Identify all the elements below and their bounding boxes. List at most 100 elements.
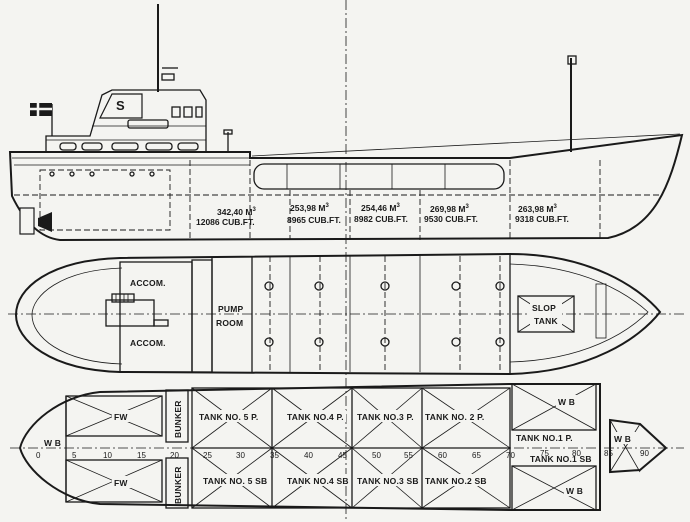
slop-tank-label-1: SLOP [532,303,556,313]
cargo-deck-rail [251,133,681,157]
frame-number: 10 [103,451,112,460]
superstructure [45,89,207,152]
wb-fwd-upper-diag-2 [511,383,597,431]
pump-room-label-2: ROOM [216,318,243,328]
wb-fwd-upper [511,383,597,431]
engine-port-5 [149,171,155,177]
profile-view: S [8,4,684,242]
bridge-window-2 [183,106,193,118]
wb-fwd-lower-label-bg [564,484,588,496]
hold-volume-1: 342,40 M3 12086 CUB.FT. [196,207,256,227]
propeller-hub [40,218,48,226]
tank-hatch-5s [495,337,505,347]
frame-number: 30 [236,451,245,460]
t4p-label-bg [286,410,346,422]
fw-lower-label-bg [112,476,132,488]
hold-4-volume-ft: 9530 CUB.FT. [424,214,478,224]
tank-hatch-1s [264,337,274,347]
tank-hatch-2s [314,337,324,347]
engine-casing [105,299,155,327]
wb-fwd-lower-label: W B [566,486,583,496]
tank-4-stbd-label: TANK NO.4 SB [287,476,349,486]
skylight [111,293,135,303]
hold-volume-2: 253,98 M3 8965 CUB.FT. [287,203,341,225]
frame-number: 55 [404,451,413,460]
tank-plan-view: W B FW FW BUNKER BUNKER [10,383,684,511]
bunker-upper [165,389,189,443]
hold-2-volume-ft: 8965 CUB.FT. [287,215,341,225]
deck-inner-curve-aft [31,267,123,365]
frame-number: 0 [36,451,41,460]
bridge-window-1 [171,106,181,118]
funnel [99,93,143,119]
frame-number: 35 [270,451,279,460]
tank-hatch-3s [380,337,390,347]
t5s-label-bg [202,474,268,486]
forecastle-hatch [595,283,607,339]
frame-number-row: 0 5 10 15 20 25 30 35 40 45 50 55 60 65 … [36,449,649,460]
frame-number: 80 [572,449,581,458]
wb-aft-label: W B [44,438,61,448]
tank-hatch-2p [314,281,324,291]
engine-port-2 [69,171,75,177]
frame-number: 40 [304,451,313,460]
bow-tank-outline [609,418,668,474]
hold-volume-5: 263,98 M3 9318 CUB.FT. [515,204,569,224]
porthole-1 [59,142,77,151]
hold-2-volume-m3: 253,98 M3 [290,203,329,213]
hold-5-volume-m3: 263,98 M3 [518,204,557,214]
accom-label-upper: ACCOM. [130,278,166,288]
tank-1-port-label: TANK NO.1 P. [516,433,573,443]
tank-5-port-label: TANK NO. 5 P. [199,412,258,422]
frame-number: 45 [338,451,347,460]
fw-tank-lower [65,459,163,503]
frame-number: 50 [372,451,381,460]
fw-lower-label: FW [114,478,128,488]
hold-3-volume-ft: 8982 CUB.FT. [354,214,408,224]
frame-number: 5 [72,451,77,460]
tank-hatch-5p [495,281,505,291]
deck-outline [14,252,662,376]
porthole-5 [177,142,199,151]
frame-number: 70 [506,451,515,460]
tank-hatch-3p [380,281,390,291]
wb-fwd-upper-label: W B [558,397,575,407]
t2s-label-bg [424,474,494,486]
hold-volume-3: 254,46 M3 8982 CUB.FT. [354,203,408,224]
porthole-3 [111,142,139,151]
hold-1-volume-ft: 12086 CUB.FT. [196,217,255,227]
tank-hatch-4s [451,337,461,347]
engine-port-3 [89,171,95,177]
tank-5-stbd-label: TANK NO. 5 SB [203,476,267,486]
wb-fwd-lower [511,465,597,511]
t3s-label-bg [356,474,418,486]
t2p-label-bg [424,410,496,422]
deck-inner-curve-fwd [509,263,649,363]
frame-number: 20 [170,451,179,460]
frame-number: 25 [203,451,212,460]
bunker-lower-label: BUNKER [173,466,183,504]
hold-volume-4: 269,98 M3 9530 CUB.FT. [424,204,478,224]
hold-5-volume-ft: 9318 CUB.FT. [515,214,569,224]
engine-room [39,169,171,231]
slop-tank-label-2: TANK [534,316,558,326]
tank-2-stbd-label: TANK NO.2 SB [425,476,487,486]
wb-fwd-upper-label-bg [556,395,580,407]
tank-3-port-label: TANK NO.3 P. [357,412,414,422]
tank-hatch-1p [264,281,274,291]
fore-mast-light [567,55,577,65]
tank-hatch-4p [451,281,461,291]
bunker-lower [165,457,189,509]
fw-upper-label-bg [112,410,132,422]
fw-upper-label: FW [114,412,128,422]
stairs [153,319,169,327]
frame-number: 15 [137,451,146,460]
lifeboat [127,119,169,129]
wb-fwd-lower-diag-2 [511,465,597,511]
t3p-label-bg [356,410,418,422]
engine-port-4 [129,171,135,177]
tank-2-port-label: TANK NO. 2 P. [425,412,484,422]
frame-number: 90 [640,449,649,458]
